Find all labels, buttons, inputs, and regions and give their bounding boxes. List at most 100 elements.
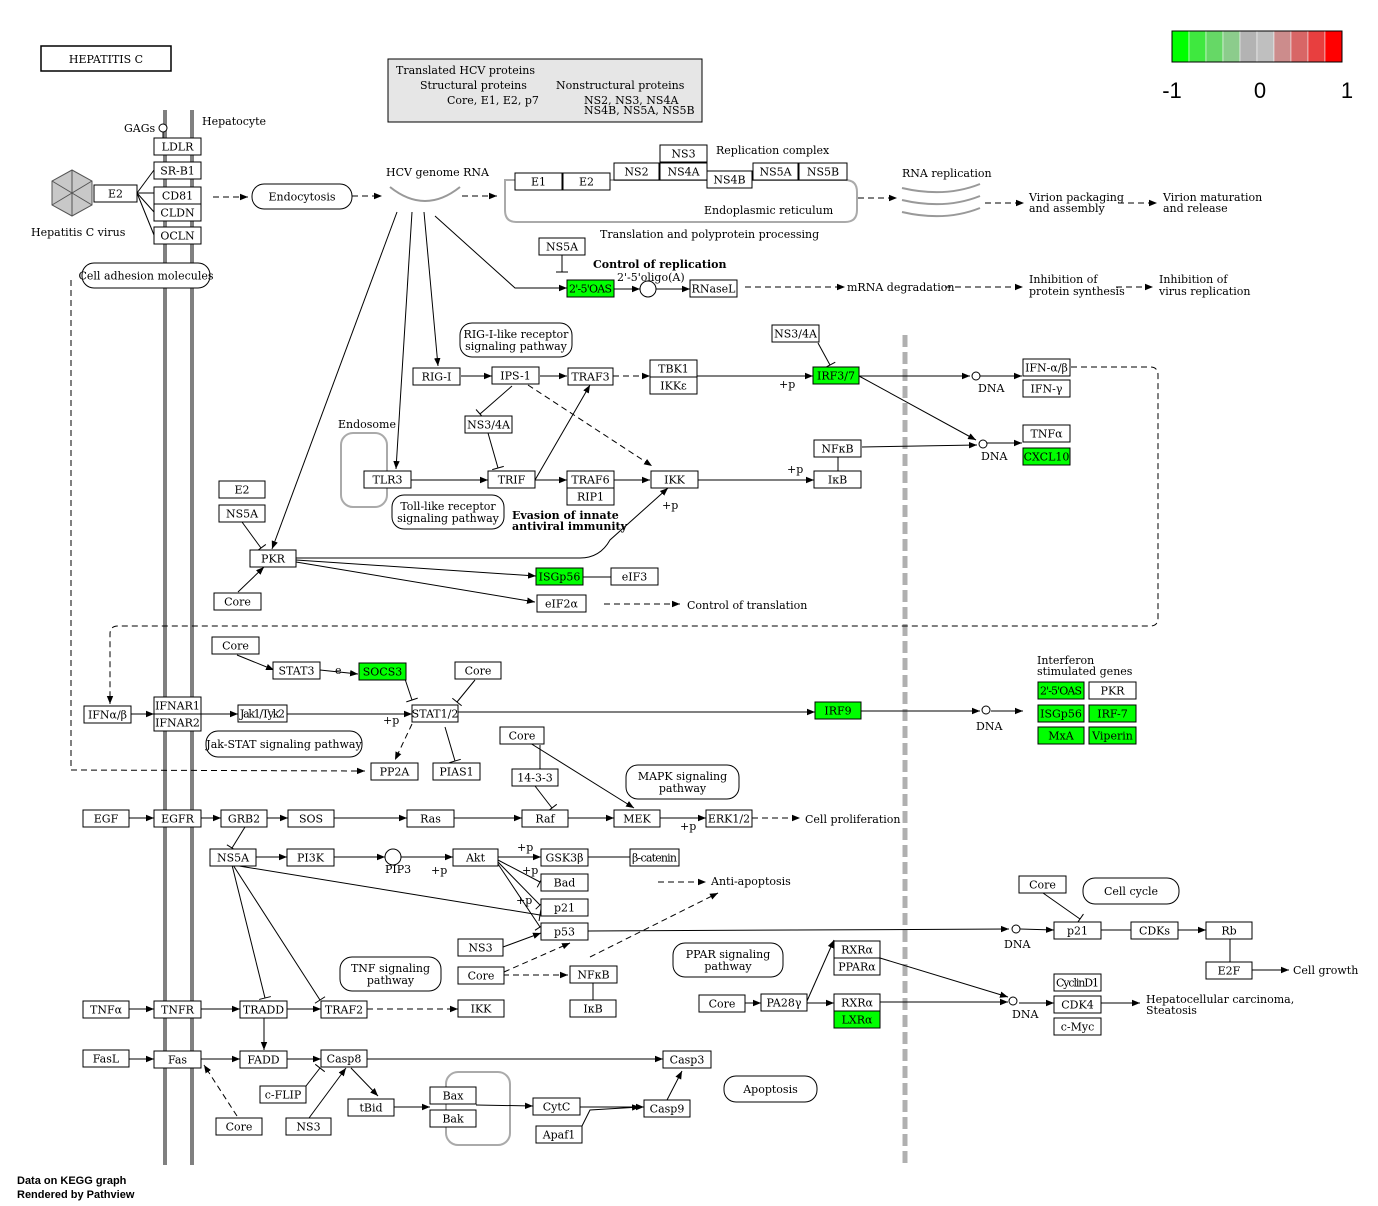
gene-node-bak[interactable]	[429, 1109, 477, 1128]
gene-node-core-fadd[interactable]	[215, 1117, 263, 1136]
gene-node-cdk4[interactable]	[1053, 995, 1102, 1014]
gene-node-bax[interactable]	[429, 1086, 477, 1105]
gene-node-e2-pkr[interactable]	[218, 480, 266, 499]
gene-node-core-cc[interactable]	[1018, 875, 1067, 894]
gene-node-irf7[interactable]	[1088, 704, 1137, 723]
gene-node-bad[interactable]	[540, 873, 589, 892]
gene-node-pkr2[interactable]	[1088, 681, 1137, 700]
gene-node-casp8[interactable]	[320, 1049, 368, 1068]
gene-node-pias1[interactable]	[432, 762, 481, 781]
gene-node-eif2a[interactable]	[536, 594, 587, 613]
gene-node-mxa[interactable]	[1037, 726, 1085, 745]
gene-node-cytc[interactable]	[532, 1097, 581, 1116]
pathway-link-tlr[interactable]	[391, 494, 505, 530]
gene-node-tnfa[interactable]	[82, 1000, 130, 1019]
gene-node-ns5a-pi3k[interactable]	[209, 848, 257, 867]
gene-node-p21-a[interactable]	[540, 898, 589, 917]
gene-node-ifnar2[interactable]	[153, 713, 202, 732]
gene-node-ifnab-r[interactable]	[83, 705, 132, 724]
gene-node-core-stat[interactable]	[211, 636, 260, 655]
gene-node-rigi[interactable]	[412, 367, 461, 386]
gene-node-tbid[interactable]	[347, 1098, 395, 1117]
gene-node-jak1[interactable]	[237, 704, 288, 723]
gene-node-tlr3[interactable]	[363, 470, 412, 489]
gene-node-traf2[interactable]	[320, 1000, 368, 1019]
gene-node-ns5b[interactable]	[798, 162, 848, 181]
gene-node-cldn[interactable]	[153, 203, 202, 222]
gene-node-ikb2[interactable]	[569, 999, 617, 1018]
gene-node-ras[interactable]	[406, 809, 455, 828]
gene-node-rb[interactable]	[1205, 921, 1253, 940]
gene-node-viperin[interactable]	[1088, 726, 1137, 745]
gene-node-fas[interactable]	[153, 1050, 202, 1069]
gene-node-ns3[interactable]	[659, 144, 708, 163]
gene-node-e1[interactable]	[514, 172, 563, 191]
gene-node-ns5a[interactable]	[752, 162, 799, 181]
gene-node-ppara[interactable]	[833, 957, 881, 976]
gene-node-mek[interactable]	[613, 809, 661, 828]
gene-node-gsk3b[interactable]	[540, 848, 589, 867]
pathway-link-apoptosis[interactable]	[723, 1075, 818, 1103]
gene-node-ns3-p53[interactable]	[457, 938, 504, 957]
gene-node-core-143[interactable]	[499, 726, 545, 745]
gene-node-bcat[interactable]	[629, 848, 680, 867]
gene-node-p1433[interactable]	[511, 768, 559, 787]
gene-node-fasl[interactable]	[82, 1049, 130, 1068]
gene-node-ikk1[interactable]	[650, 470, 699, 489]
gene-node-core-ppar[interactable]	[698, 994, 746, 1013]
gene-node-cxcl10[interactable]	[1022, 447, 1071, 466]
gene-node-tnfa-nuc[interactable]	[1022, 424, 1071, 443]
gene-node-cyclind1[interactable]	[1053, 973, 1102, 992]
gene-node-tradd[interactable]	[239, 1000, 288, 1019]
gene-node-core-pkr[interactable]	[213, 592, 262, 611]
gene-node-cdks[interactable]	[1130, 921, 1179, 940]
pathway-link-endocytosis[interactable]	[251, 183, 353, 210]
gene-node-isgp56-2[interactable]	[1037, 704, 1085, 723]
gene-node-oas2[interactable]	[1037, 681, 1085, 700]
gene-node-ns3-casp[interactable]	[285, 1117, 332, 1136]
gene-node-lxra[interactable]	[833, 1010, 881, 1029]
gene-node-ldlr[interactable]	[153, 137, 202, 156]
gene-node-e2-virus[interactable]	[93, 184, 138, 203]
gene-node-sos[interactable]	[287, 809, 335, 828]
gene-node-ikb1[interactable]	[813, 470, 862, 489]
gene-node-apaf1[interactable]	[535, 1125, 583, 1144]
pathway-link-ppar[interactable]	[672, 942, 784, 978]
gene-node-stat3[interactable]	[272, 661, 321, 680]
gene-node-isgp56-1[interactable]	[535, 567, 584, 586]
gene-node-socs3[interactable]	[358, 662, 407, 681]
gene-node-ns5a-pkr[interactable]	[218, 504, 266, 523]
gene-node-e2[interactable]	[562, 172, 611, 191]
gene-node-ns5a-ctrl[interactable]	[538, 237, 586, 256]
gene-node-egf[interactable]	[82, 809, 130, 828]
gene-node-oas1[interactable]	[566, 279, 615, 298]
gene-node-egfr[interactable]	[153, 809, 202, 828]
gene-node-raf[interactable]	[521, 809, 569, 828]
gene-node-casp3[interactable]	[662, 1050, 712, 1069]
gene-node-ocln[interactable]	[153, 226, 202, 245]
gene-node-eif3[interactable]	[610, 567, 659, 586]
gene-node-core-nfkb[interactable]	[457, 966, 505, 985]
gene-node-pkr[interactable]	[249, 549, 297, 568]
gene-node-grb2[interactable]	[220, 809, 268, 828]
gene-node-pi3k[interactable]	[286, 848, 335, 867]
gene-node-ns2[interactable]	[613, 162, 660, 181]
gene-node-cmyc[interactable]	[1053, 1017, 1102, 1036]
gene-node-core-stat12[interactable]	[454, 661, 502, 680]
gene-node-nfkb2[interactable]	[569, 965, 618, 984]
gene-node-ns4b[interactable]	[706, 170, 753, 189]
pathway-link-mapk[interactable]	[625, 764, 740, 800]
gene-node-ips1[interactable]	[491, 366, 540, 385]
gene-node-p21-b[interactable]	[1053, 921, 1102, 940]
gene-node-traf3[interactable]	[567, 367, 614, 386]
gene-node-nfkb1[interactable]	[813, 439, 862, 458]
gene-node-e2f[interactable]	[1205, 961, 1253, 980]
gene-node-ifnab[interactable]	[1022, 358, 1071, 377]
gene-node-irf37[interactable]	[812, 366, 860, 385]
gene-node-stat12[interactable]	[411, 704, 459, 723]
pathway-link-rig[interactable]	[459, 322, 573, 358]
gene-node-irf9[interactable]	[814, 701, 862, 720]
gene-node-ikke[interactable]	[649, 376, 698, 395]
gene-node-p53[interactable]	[540, 922, 589, 941]
gene-node-pp2a[interactable]	[370, 762, 419, 781]
